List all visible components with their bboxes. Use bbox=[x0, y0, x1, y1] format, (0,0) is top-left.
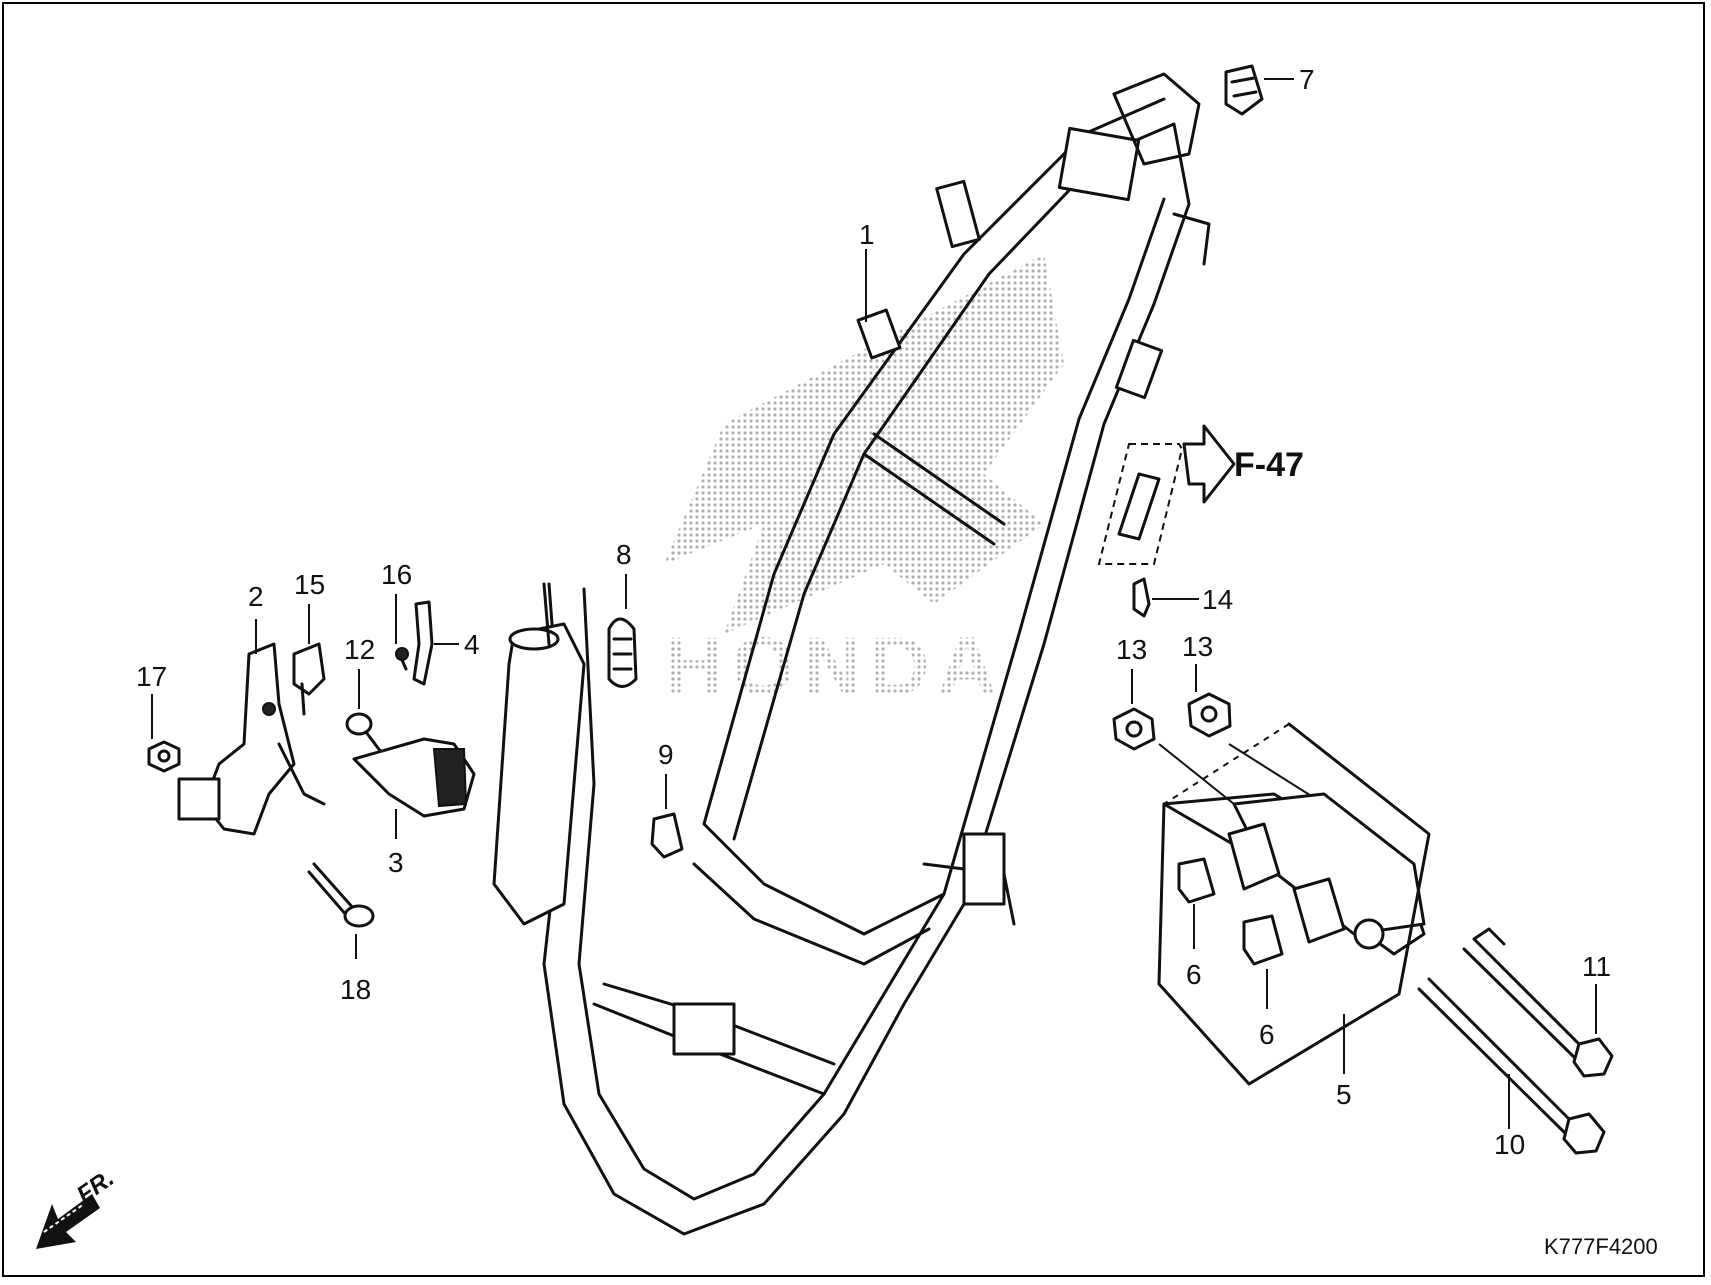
callout-14: 14 bbox=[1202, 584, 1233, 615]
callout-numbers: 1 2 3 4 5 6 6 7 8 9 10 11 12 13 13 14 15… bbox=[136, 64, 1611, 1160]
callout-6-upper: 6 bbox=[1186, 959, 1202, 990]
f-47-reference: F-47 bbox=[1097, 424, 1304, 565]
watermark-text: HONDA bbox=[664, 621, 1005, 712]
leader-lines bbox=[151, 78, 1597, 1129]
main-frame bbox=[492, 72, 1211, 1236]
callout-9: 9 bbox=[658, 739, 674, 770]
part-16-screw bbox=[395, 647, 409, 671]
part-12-bolt bbox=[345, 712, 386, 758]
part-2-bracket bbox=[177, 642, 326, 836]
frame-body-diagram: HONDA bbox=[36, 64, 1658, 1259]
callout-10: 10 bbox=[1494, 1129, 1525, 1160]
part-13-nut-right bbox=[1187, 692, 1232, 738]
callout-13-left: 13 bbox=[1116, 634, 1147, 665]
front-direction-arrow: FR. bbox=[36, 1165, 119, 1249]
reference-label: F-47 bbox=[1234, 446, 1304, 484]
callout-2: 2 bbox=[248, 581, 264, 612]
part-7-grommet bbox=[1224, 64, 1264, 116]
part-9-collar bbox=[650, 812, 684, 859]
part-3-bracket bbox=[352, 737, 476, 818]
callout-12: 12 bbox=[344, 634, 375, 665]
callout-15: 15 bbox=[294, 569, 325, 600]
callout-13-right: 13 bbox=[1182, 631, 1213, 662]
callout-11: 11 bbox=[1582, 951, 1611, 982]
part-6-rubber-upper bbox=[1177, 857, 1216, 904]
callout-16: 16 bbox=[381, 559, 412, 590]
part-14-clip bbox=[1132, 577, 1199, 618]
part-15-clip bbox=[292, 642, 326, 716]
callout-4: 4 bbox=[464, 629, 480, 660]
part-17-nut bbox=[147, 740, 181, 773]
part-4-stay bbox=[412, 600, 434, 686]
callout-3: 3 bbox=[388, 847, 404, 878]
part-6-rubber-lower bbox=[1242, 914, 1284, 966]
part-13-nut-left bbox=[1112, 707, 1156, 751]
honda-wing-watermark: HONDA bbox=[664, 254, 1064, 712]
direction-label: FR. bbox=[72, 1165, 119, 1209]
callout-18: 18 bbox=[340, 974, 371, 1005]
part-18-bolt bbox=[307, 862, 375, 928]
callout-6-lower: 6 bbox=[1259, 1019, 1275, 1050]
part-8-grommet bbox=[607, 617, 638, 688]
diagram-code: K777F4200 bbox=[1544, 1234, 1658, 1259]
part-11-bolt bbox=[1462, 927, 1614, 1078]
callout-17: 17 bbox=[136, 661, 167, 692]
callout-5: 5 bbox=[1336, 1079, 1352, 1110]
part-10-bolt bbox=[1417, 977, 1606, 1155]
part-5-engine-hanger bbox=[1157, 722, 1431, 1086]
callout-1: 1 bbox=[859, 219, 875, 250]
callout-8: 8 bbox=[616, 539, 632, 570]
callout-7: 7 bbox=[1299, 64, 1315, 95]
